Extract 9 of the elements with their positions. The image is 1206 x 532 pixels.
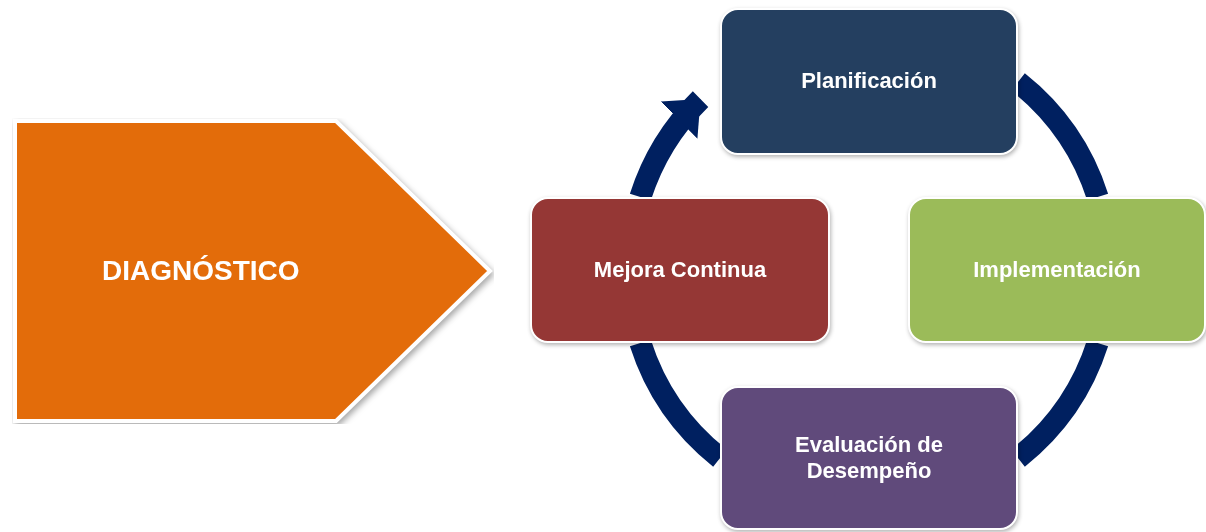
process-box <box>720 8 1018 155</box>
shape-label: DIAGNÓSTICO <box>102 254 300 288</box>
box-label: Planificación <box>801 68 937 95</box>
process-box <box>720 386 1018 530</box>
box-label: Implementación <box>973 256 1141 284</box>
box-label: Mejora Continua <box>593 256 767 284</box>
process-box <box>530 197 830 343</box>
process-box <box>908 197 1206 343</box>
box-label: Evaluación de Desempeño <box>794 431 944 485</box>
